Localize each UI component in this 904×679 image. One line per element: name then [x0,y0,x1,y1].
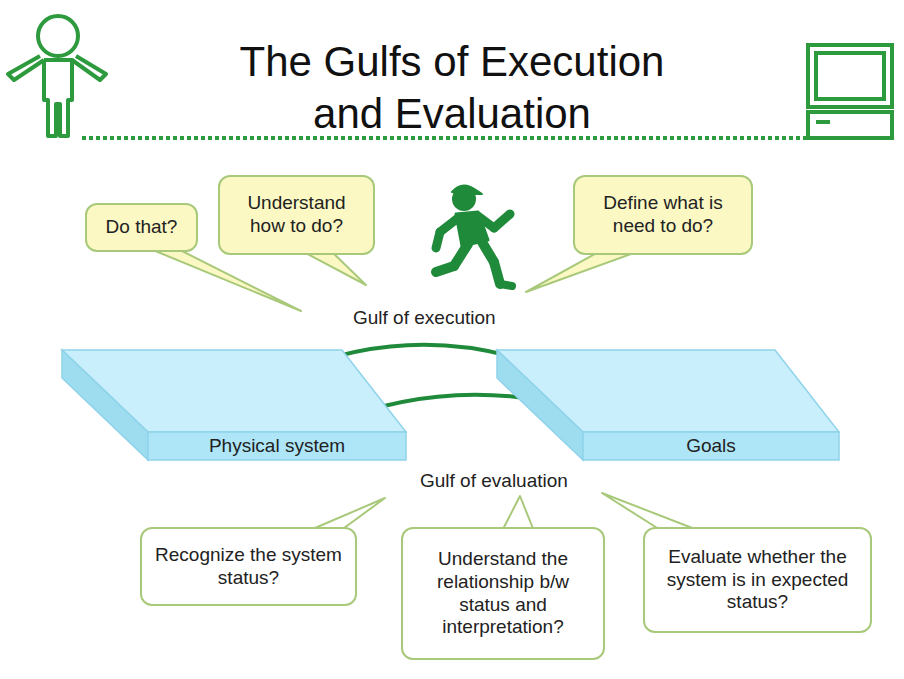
callout-text: Understand the relationship b/w status a… [413,548,593,639]
callout-text: Evaluate whether the system is in expect… [655,546,860,614]
callout-tails-bottom [308,493,700,531]
slab-block: Goals [495,348,841,462]
diagram-title: The Gulfs of Execution and Evaluation [172,36,732,140]
slab-front [148,432,406,460]
running-figure [436,185,512,286]
slab-front [583,432,839,460]
gulf-label: Gulf of execution [350,307,499,329]
speech-callout: Define what is need to do? [573,175,753,255]
slab-label-text: Goals [686,435,736,457]
speech-callout: Understand how to do? [218,175,375,255]
slab-side [497,350,583,460]
callout-text: Recognize the system status? [152,544,345,590]
speech-callout: Understand the relationship b/w status a… [401,527,605,660]
speech-callout: Recognize the system status? [140,527,357,606]
slab-shape [495,348,841,462]
callout-tails-top [148,248,642,311]
slab-label: Physical system [148,432,406,460]
person-icon [8,16,106,136]
speech-callout: Do that? [85,203,198,252]
callout-text: Define what is need to do? [585,192,741,238]
computer-icon [808,45,892,138]
slab-label-text: Physical system [209,435,345,457]
gulf-label: Gulf of evaluation [417,470,571,492]
slab-block: Physical system [60,348,408,462]
callout-text: Do that? [106,216,178,239]
callout-text: Understand how to do? [230,192,363,238]
speech-callout: Evaluate whether the system is in expect… [643,527,872,633]
slab-side [62,350,148,460]
slab-label: Goals [583,432,839,460]
